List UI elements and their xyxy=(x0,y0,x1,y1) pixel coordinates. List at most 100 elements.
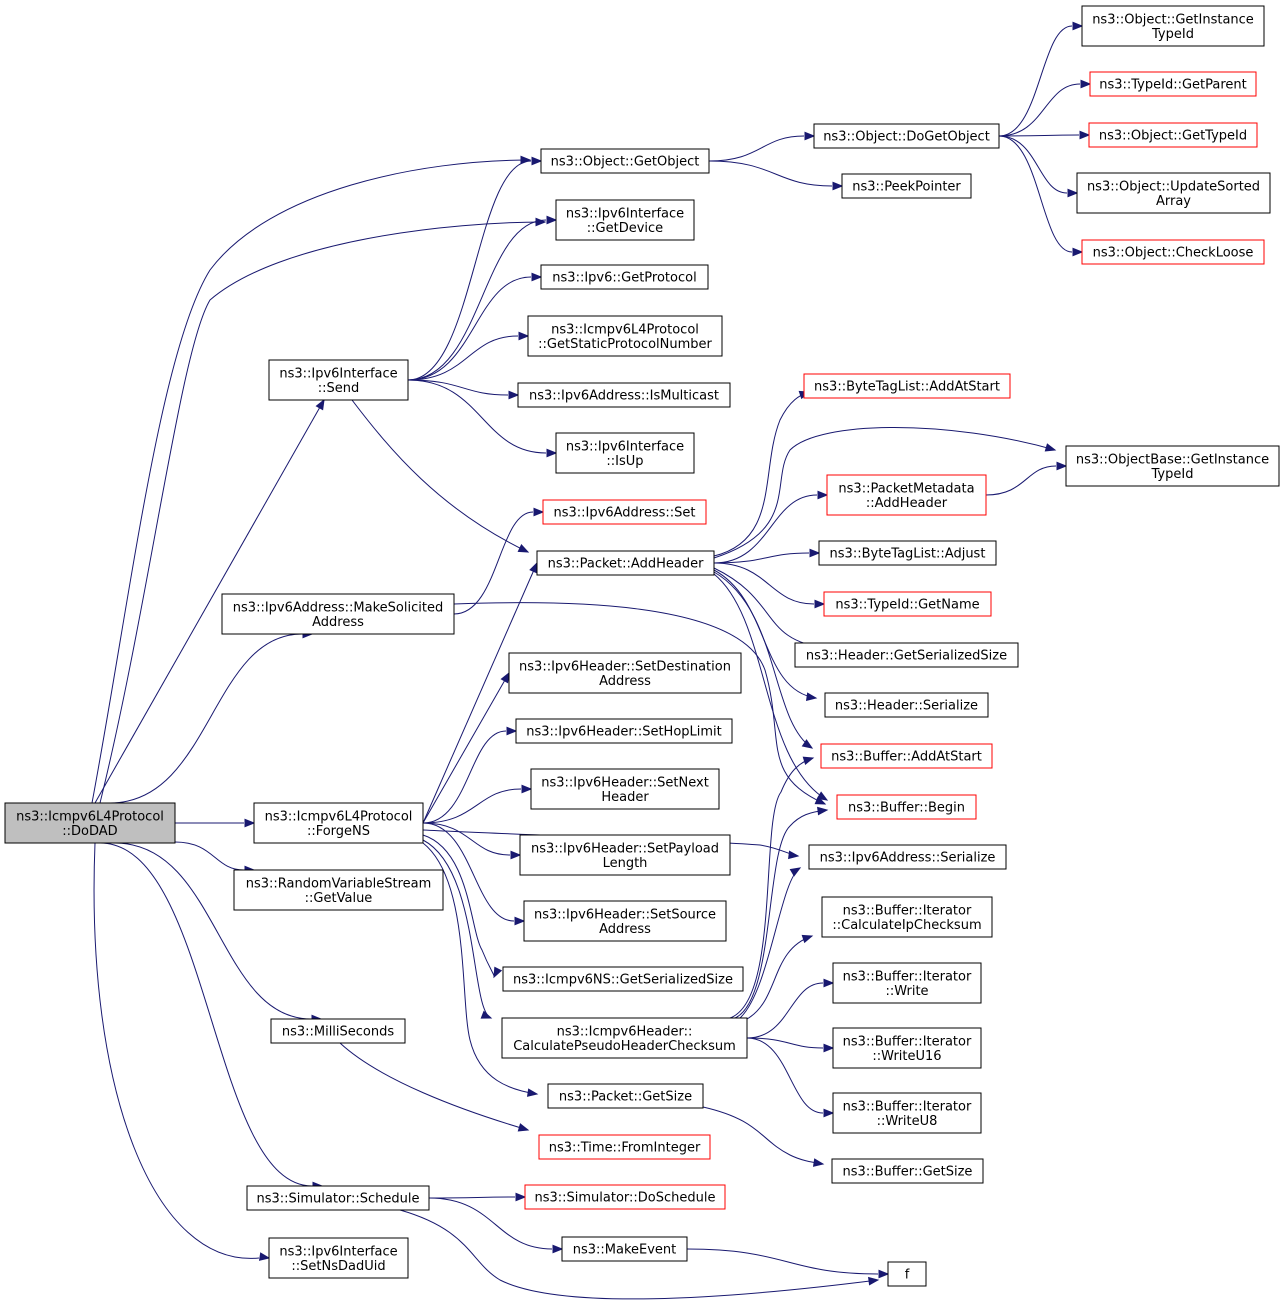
edge-arrowhead xyxy=(546,215,558,225)
function-node[interactable]: ns3::Buffer::Iterator::WriteU16 xyxy=(832,1027,982,1069)
function-node[interactable]: ns3::Simulator::DoSchedule xyxy=(524,1184,726,1210)
function-node[interactable]: ns3::ByteTagList::Adjust xyxy=(818,540,997,566)
function-node[interactable]: ns3::Time::FromInteger xyxy=(538,1134,711,1160)
edge-arrowhead xyxy=(788,850,800,860)
function-node[interactable]: ns3::Ipv6::GetProtocol xyxy=(540,264,709,290)
function-node[interactable]: ns3::Ipv6Interface::SetNsDadUid xyxy=(268,1237,409,1279)
function-node[interactable]: ns3::Icmpv6NS::GetSerializedSize xyxy=(502,966,744,992)
edge-arrowhead xyxy=(1044,443,1057,452)
edge-line xyxy=(407,276,532,381)
function-node[interactable]: ns3::Header::GetSerializedSize xyxy=(794,642,1019,668)
call-edge-n21-n26 xyxy=(713,548,821,564)
function-node[interactable]: ns3::Buffer::AddAtStart xyxy=(820,743,993,769)
node-box xyxy=(524,1184,726,1210)
call-edge-n40-n45 xyxy=(702,1106,825,1167)
function-node[interactable]: ns3::Object::GetObject xyxy=(540,148,710,174)
function-node[interactable]: ns3::Icmpv6L4Protocol::GetStaticProtocol… xyxy=(527,315,723,357)
function-node[interactable]: ns3::Packet::AddHeader xyxy=(536,550,715,576)
edge-arrowhead xyxy=(258,1252,271,1261)
node-label: ns3::Header::GetSerializedSize xyxy=(806,649,1007,664)
node-label: ns3::Ipv6Interface xyxy=(279,1244,397,1259)
function-node[interactable]: ns3::Ipv6Header::SetHopLimit xyxy=(515,718,733,744)
node-label: Header xyxy=(601,790,649,805)
node-label: ::Write xyxy=(885,984,928,999)
node-label: ns3::TypeId::GetParent xyxy=(1099,78,1247,93)
call-edge-n8-n49 xyxy=(399,1209,880,1300)
node-label: ns3::Time::FromInteger xyxy=(549,1141,701,1156)
function-node[interactable]: ns3::RandomVariableStream::GetValue xyxy=(233,869,444,911)
edge-arrowhead xyxy=(531,156,543,166)
node-label: ns3::Ipv6Header::SetSource xyxy=(534,907,716,922)
function-node[interactable]: ns3::Ipv6Interface::GetDevice xyxy=(555,199,695,241)
function-node[interactable]: ns3::MakeEvent xyxy=(561,1236,688,1262)
node-label: ns3::ByteTagList::AddAtStart xyxy=(814,380,1000,395)
edge-line xyxy=(746,1037,824,1114)
node-box xyxy=(1089,71,1257,97)
node-label: ::Send xyxy=(318,381,360,396)
call-edge-n0-n1 xyxy=(91,155,532,804)
function-node[interactable]: ns3::Buffer::Begin xyxy=(836,794,977,820)
edge-line xyxy=(998,135,1068,194)
function-node[interactable]: ns3::Icmpv6L4Protocol::ForgeNS xyxy=(253,802,424,844)
function-node[interactable]: ns3::Object::DoGetObject xyxy=(813,123,1000,149)
function-node[interactable]: ns3::TypeId::GetParent xyxy=(1089,71,1257,97)
node-box xyxy=(540,148,710,174)
edge-line xyxy=(746,935,813,1020)
function-node[interactable]: f xyxy=(887,1261,927,1287)
node-box xyxy=(561,1236,688,1262)
node-label: ns3::PeekPointer xyxy=(852,180,961,195)
function-node[interactable]: ns3::Ipv6Interface::IsUp xyxy=(555,432,695,474)
node-label: ns3::Object::GetInstance xyxy=(1092,12,1254,27)
function-node[interactable]: ns3::PacketMetadata::AddHeader xyxy=(826,474,987,516)
edge-line xyxy=(713,567,827,649)
edge-line xyxy=(422,788,522,824)
call-edge-n5-n39 xyxy=(422,839,493,1019)
node-label: ns3::Icmpv6Header:: xyxy=(557,1024,693,1039)
function-node[interactable]: ns3::Packet::GetSize xyxy=(547,1083,704,1109)
call-edge-n10-n13 xyxy=(998,79,1092,137)
function-node: ns3::Icmpv6L4Protocol::DoDAD xyxy=(4,802,176,844)
node-label: ::ForgeNS xyxy=(307,824,370,839)
edge-arrowhead xyxy=(480,1010,493,1019)
function-node[interactable]: ns3::Ipv6Address::Set xyxy=(542,499,707,525)
function-node[interactable]: ns3::TypeId::GetName xyxy=(823,591,992,617)
node-box xyxy=(832,1092,982,1134)
function-node[interactable]: ns3::Simulator::Schedule xyxy=(246,1185,430,1211)
node-label: ns3::Object::GetTypeId xyxy=(1099,129,1247,144)
function-node[interactable]: ns3::Ipv6Address::Serialize xyxy=(808,844,1007,870)
node-box xyxy=(530,768,720,810)
node-box xyxy=(540,264,709,290)
edge-line xyxy=(713,562,815,605)
function-node[interactable]: ns3::Object::GetTypeId xyxy=(1088,122,1258,148)
function-node[interactable]: ns3::PeekPointer xyxy=(841,173,972,199)
node-box xyxy=(555,432,695,474)
node-box xyxy=(818,540,997,566)
node-label: TypeId xyxy=(1151,27,1194,42)
function-node[interactable]: ns3::Ipv6Address::IsMulticast xyxy=(517,382,731,408)
function-node[interactable]: ns3::Icmpv6Header::CalculatePseudoHeader… xyxy=(501,1017,748,1059)
node-label: Array xyxy=(1156,194,1191,209)
function-node[interactable]: ns3::Header::Serialize xyxy=(824,692,989,718)
function-node[interactable]: ns3::Buffer::Iterator::Write xyxy=(832,962,982,1004)
function-node[interactable]: ns3::MilliSeconds xyxy=(270,1018,406,1044)
node-box xyxy=(832,962,982,1004)
call-edge-n3-n17 xyxy=(407,272,543,381)
function-node[interactable]: ns3::Buffer::GetSize xyxy=(831,1158,984,1184)
function-node[interactable]: ns3::ByteTagList::AddAtStart xyxy=(803,373,1011,399)
call-edge-n5-n38 xyxy=(422,834,503,979)
node-label: ::SetNsDadUid xyxy=(291,1259,385,1274)
function-node[interactable]: ns3::Ipv6Interface::Send xyxy=(268,359,409,401)
node-label: ns3::Ipv6Interface xyxy=(566,206,684,221)
function-node[interactable]: ns3::Buffer::Iterator::CalculateIpChecks… xyxy=(821,896,993,938)
function-node[interactable]: ns3::Buffer::Iterator::WriteU8 xyxy=(832,1092,982,1134)
function-node[interactable]: ns3::Object::CheckLoose xyxy=(1081,239,1265,265)
edge-arrowhead xyxy=(526,1088,539,1097)
